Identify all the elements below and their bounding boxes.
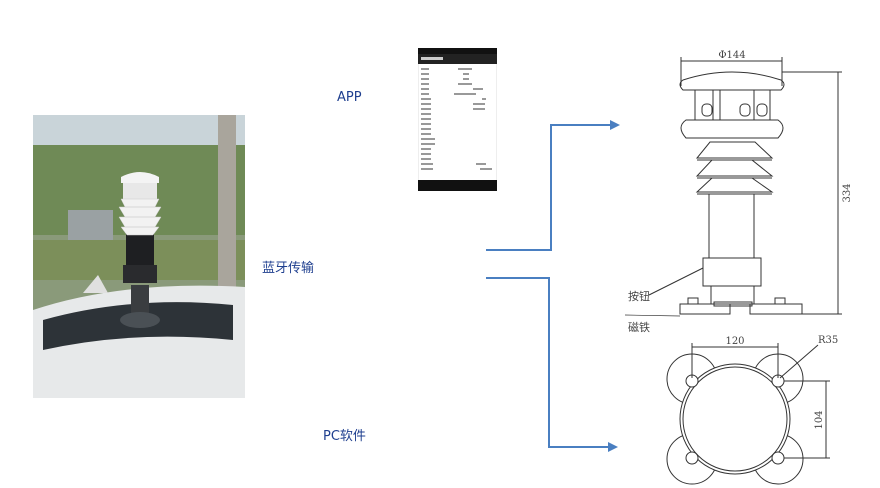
button-label: 按钮 bbox=[628, 289, 650, 303]
sensor-bottom-view-drawing bbox=[666, 343, 830, 485]
phone-app-screenshot bbox=[418, 48, 497, 191]
magnet-label: 磁铁 bbox=[628, 321, 650, 334]
height-label: 334 bbox=[842, 183, 853, 202]
arrow-to-pc bbox=[486, 277, 618, 452]
app-label: APP bbox=[337, 90, 362, 105]
arrow-to-app bbox=[486, 120, 620, 251]
bluetooth-label: 蓝牙传输 bbox=[262, 261, 315, 276]
sensor-side-view-drawing bbox=[624, 57, 842, 317]
radius-label: R35 bbox=[818, 335, 838, 346]
spacing-y-label: 104 bbox=[814, 410, 825, 429]
pc-software-label: PC软件 bbox=[323, 429, 366, 444]
sensor-on-car-photo bbox=[33, 115, 245, 398]
spacing-x-label: 120 bbox=[725, 336, 744, 347]
diameter-label: Φ144 bbox=[718, 50, 745, 61]
